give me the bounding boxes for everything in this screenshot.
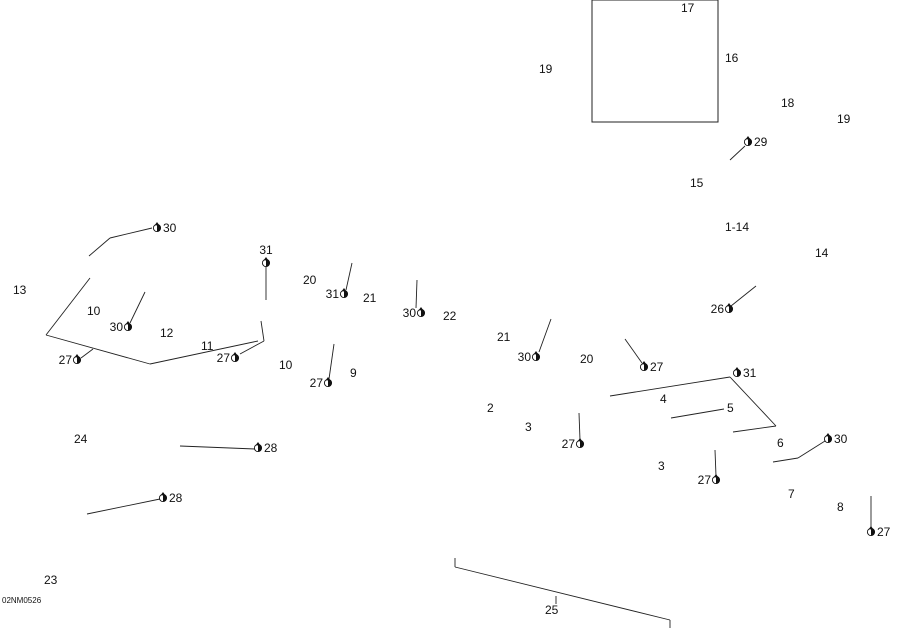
callout-number: 27 [698,473,712,487]
part-label: 7 [788,487,795,501]
part-label: 13 [13,283,27,297]
part-label: 16 [725,51,739,65]
part-label: 24 [74,432,88,446]
part-label: 19 [837,112,851,126]
callout-number: 29 [754,135,768,149]
part-label: 23 [44,573,58,587]
drop-bullet-icon [230,352,240,363]
part-label: 2 [487,401,494,415]
callout: 31 [326,287,349,301]
part-label: 1-14 [725,220,749,234]
callout-number: 30 [518,350,532,364]
callout: 30 [403,306,426,320]
callout: 27 [310,376,333,390]
callout: 27 [639,360,664,374]
drop-bullet-icon [339,288,349,299]
drop-bullet-icon [639,361,649,372]
part-label: 4 [660,392,667,406]
part-label: 17 [681,1,695,15]
drop-bullet-icon [575,438,585,449]
callout: 30 [518,350,541,364]
part-label: 19 [539,62,553,76]
drop-bullet-icon [323,377,333,388]
part-label: 6 [777,436,784,450]
drop-bullet-icon [123,321,133,332]
callout: 30 [110,320,133,334]
part-label: 8 [837,500,844,514]
callout-number: 30 [163,221,177,235]
callout-number: 30 [834,432,848,446]
callout-number: 31 [743,366,757,380]
callout-number: 30 [110,320,124,334]
part-label: 11 [201,339,214,353]
callout-number: 27 [562,437,576,451]
part-label: 3 [525,420,532,434]
callout-number: 27 [650,360,664,374]
drawing-code: 02NM0526 [2,596,42,605]
drop-bullet-icon [253,442,263,453]
callout: 31 [259,243,273,268]
part-label: 9 [350,366,357,380]
callout-number: 31 [259,243,273,257]
callout: 31 [732,366,757,380]
callout-number: 26 [711,302,725,316]
part-label: 22 [443,309,457,323]
part-label: 18 [781,96,795,110]
drop-bullet-icon [823,433,833,444]
part-label: 5 [727,401,734,415]
callout-number: 27 [877,525,891,539]
component-frame [591,0,719,123]
callout: 29 [743,135,768,149]
drop-bullet-icon [743,136,753,147]
part-label: 20 [580,352,594,366]
callout: 27 [866,525,891,539]
part-label: 12 [160,326,174,340]
part-label: 25 [545,603,559,617]
part-label: 21 [363,291,377,305]
callout: 27 [217,351,240,365]
callout: 30 [152,221,177,235]
drop-bullet-icon [732,367,742,378]
callout: 28 [158,491,183,505]
drop-bullet-icon [152,222,162,233]
callout: 26 [711,302,734,316]
leader-lines [45,0,872,628]
drop-bullet-icon [724,303,734,314]
part-label: 15 [690,176,704,190]
callout: 30 [823,432,848,446]
part-number-labels: 17 16 19 18 19 15 1-14 14 13 10 12 11 10 9 20 21 22 21 20 2… [13,1,851,617]
drop-bullet-icon [72,354,82,365]
part-label: 20 [303,273,317,287]
drop-bullet-icon [416,307,426,318]
drop-bullet-icon [261,257,271,268]
callout: 27 [562,437,585,451]
drop-bullet-icon [158,492,168,503]
callout: 28 [253,441,278,455]
callout-number: 27 [310,376,324,390]
drop-bullet-icon [531,351,541,362]
callout-number: 27 [217,351,231,365]
part-label: 14 [815,246,829,260]
drop-bullet-icon [866,526,876,537]
callout-number: 28 [264,441,278,455]
part-label: 21 [497,330,511,344]
callout-number: 28 [169,491,183,505]
drop-bullet-icon [711,474,721,485]
callout: 27 [698,473,721,487]
callout: 27 [59,353,82,367]
part-label: 3 [658,459,665,473]
part-label: 10 [279,358,293,372]
callout-number: 30 [403,306,417,320]
callout-number: 31 [326,287,340,301]
part-label: 10 [87,304,101,318]
callout-number: 27 [59,353,73,367]
